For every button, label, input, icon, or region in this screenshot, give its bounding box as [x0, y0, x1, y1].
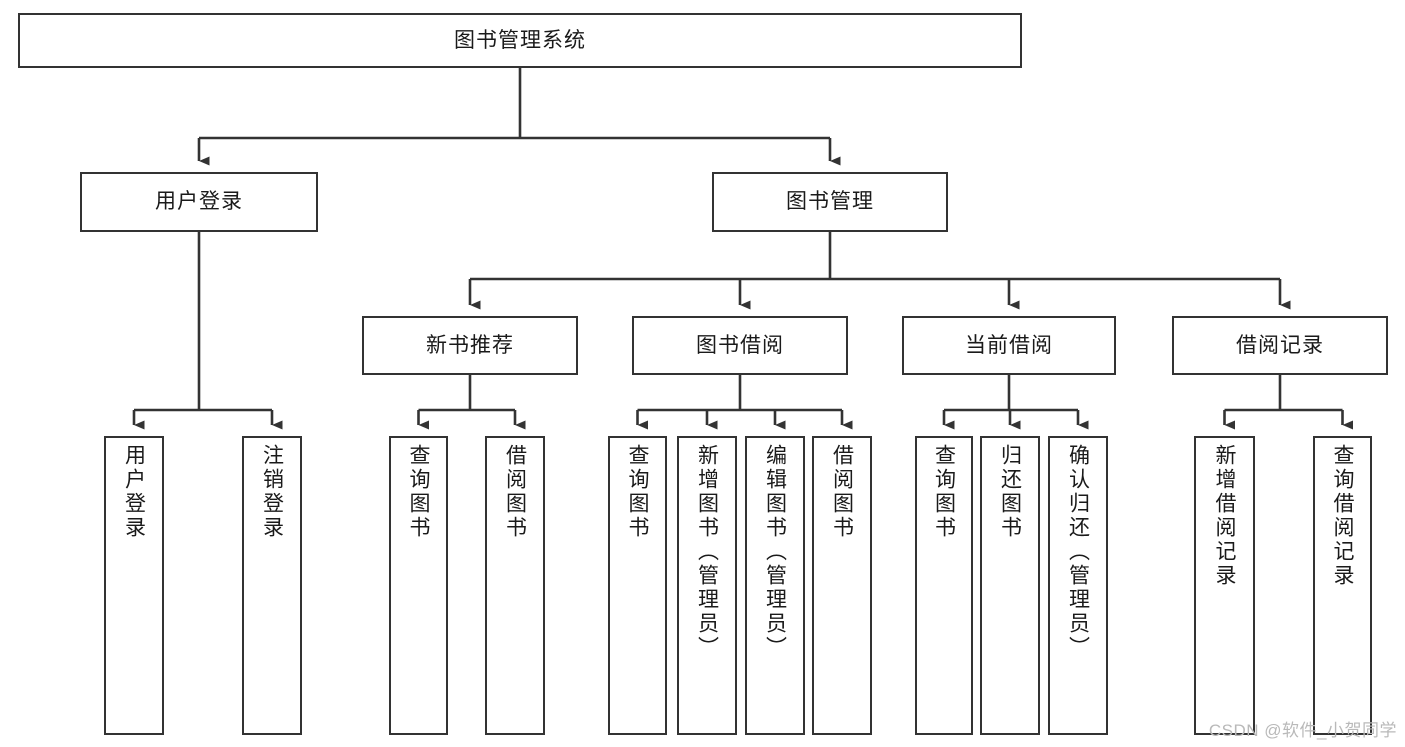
node-leaf-query-book-2[interactable]: 查询图书	[608, 436, 667, 735]
node-borrow-record[interactable]: 借阅记录	[1172, 316, 1388, 375]
node-label-leaf-query-book-3: 查询图书	[932, 444, 956, 540]
node-new-book-recommend[interactable]: 新书推荐	[362, 316, 578, 375]
node-label-user-login: 用户登录	[155, 190, 243, 214]
node-label-leaf-borrow-book-1: 借阅图书	[503, 444, 527, 540]
node-label-leaf-query-book-1: 查询图书	[407, 444, 431, 540]
node-label-leaf-confirm-return-admin: 确认归还（管理员）	[1066, 444, 1090, 660]
node-leaf-add-borrow-record[interactable]: 新增借阅记录	[1194, 436, 1255, 735]
node-label-book-manage: 图书管理	[786, 190, 874, 214]
node-leaf-borrow-book-1[interactable]: 借阅图书	[485, 436, 545, 735]
node-label-leaf-query-book-2: 查询图书	[626, 444, 650, 540]
node-leaf-return-book[interactable]: 归还图书	[980, 436, 1040, 735]
node-user-login[interactable]: 用户登录	[80, 172, 318, 232]
node-label-leaf-add-book-admin: 新增图书（管理员）	[695, 444, 719, 660]
node-leaf-add-book-admin[interactable]: 新增图书（管理员）	[677, 436, 737, 735]
node-label-leaf-borrow-book-2: 借阅图书	[830, 444, 854, 540]
node-label-leaf-user-login: 用户登录	[122, 444, 146, 540]
node-label-leaf-edit-book-admin: 编辑图书（管理员）	[763, 444, 787, 660]
node-leaf-logout[interactable]: 注销登录	[242, 436, 302, 735]
node-label-current-borrow: 当前借阅	[965, 333, 1053, 357]
node-leaf-query-book-3[interactable]: 查询图书	[915, 436, 973, 735]
node-leaf-edit-book-admin[interactable]: 编辑图书（管理员）	[745, 436, 805, 735]
node-book-manage[interactable]: 图书管理	[712, 172, 948, 232]
node-leaf-query-book-1[interactable]: 查询图书	[389, 436, 448, 735]
node-label-leaf-return-book: 归还图书	[998, 444, 1022, 540]
node-leaf-confirm-return-admin[interactable]: 确认归还（管理员）	[1048, 436, 1108, 735]
node-root[interactable]: 图书管理系统	[18, 13, 1022, 68]
node-label-book-borrow: 图书借阅	[696, 333, 784, 357]
node-label-new-book-recommend: 新书推荐	[426, 333, 514, 357]
node-leaf-query-borrow-record[interactable]: 查询借阅记录	[1313, 436, 1372, 735]
node-label-root: 图书管理系统	[454, 28, 586, 52]
node-book-borrow[interactable]: 图书借阅	[632, 316, 848, 375]
node-label-borrow-record: 借阅记录	[1236, 333, 1324, 357]
node-leaf-borrow-book-2[interactable]: 借阅图书	[812, 436, 872, 735]
node-label-leaf-query-borrow-record: 查询借阅记录	[1331, 444, 1355, 588]
node-label-leaf-logout: 注销登录	[260, 444, 284, 540]
node-leaf-user-login[interactable]: 用户登录	[104, 436, 164, 735]
watermark-text: CSDN @软件_小贺同学	[1208, 721, 1397, 740]
node-label-leaf-add-borrow-record: 新增借阅记录	[1213, 444, 1237, 588]
node-current-borrow[interactable]: 当前借阅	[902, 316, 1116, 375]
